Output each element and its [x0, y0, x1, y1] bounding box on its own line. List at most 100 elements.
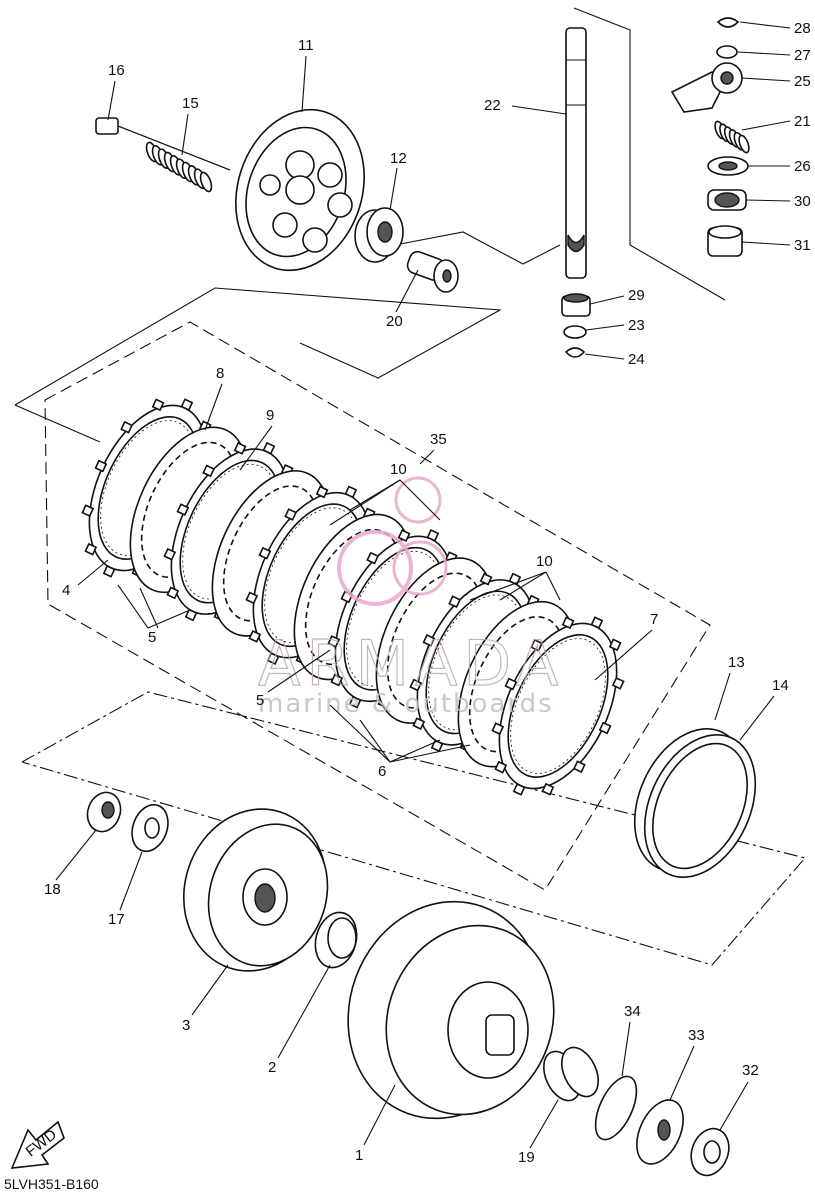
bracket-line: [389, 739, 441, 763]
watermark-logo: ARMADA marine & outboards: [257, 476, 564, 719]
washer-32: [690, 1127, 730, 1177]
leader-c22: [511, 105, 567, 115]
callout-c15: 15: [182, 95, 199, 112]
shaft-22: [565, 27, 587, 279]
callout-c11: 11: [298, 37, 314, 54]
leader-c30: [745, 199, 791, 202]
callout-c7: 7: [650, 611, 658, 628]
callout-c34: 34: [624, 1003, 641, 1020]
leader-c20: [395, 269, 419, 313]
leader-c32: [719, 1081, 749, 1131]
callout-c23: 23: [628, 317, 645, 334]
housing-group: [86, 728, 757, 1177]
callout-c1: 1: [355, 1147, 363, 1164]
clip-24: [564, 347, 586, 358]
spring-21: [714, 120, 750, 154]
callout-c16: 16: [108, 62, 125, 79]
watermark-brand: ARMADA: [258, 627, 564, 700]
leader-c33: [669, 1045, 695, 1101]
callout-c24: 24: [628, 351, 645, 368]
leader-c23: [585, 324, 625, 331]
bracket-line: [399, 479, 441, 521]
leader-c7: [594, 629, 653, 681]
bracket-line: [329, 479, 401, 526]
leader-c6: [329, 704, 391, 763]
leader-c31: [741, 241, 791, 246]
bearing-31: [707, 225, 743, 257]
spring-15: [145, 141, 213, 193]
callout-c6: 6: [378, 763, 386, 780]
leader-c24: [584, 353, 625, 360]
leader-c29: [589, 295, 625, 305]
clutch-housing-1: [347, 900, 555, 1120]
bolt-16: [95, 117, 231, 171]
leader-c1: [363, 1084, 396, 1146]
callout-c22: 22: [484, 97, 501, 114]
clutch-boss-3: [182, 808, 329, 972]
bracket-line: [147, 609, 191, 629]
bracket-line: [469, 571, 547, 601]
callout-c3: 3: [182, 1017, 190, 1034]
push-lever-shaft-group: [561, 17, 750, 358]
bracket-line: [117, 584, 149, 629]
bearing-12: [354, 207, 404, 263]
bracket-line: [545, 571, 561, 601]
leader-c10b: [499, 571, 547, 601]
callout-c8: 8: [216, 365, 224, 382]
collar-2: [314, 911, 358, 969]
callout-c9: 9: [266, 407, 274, 424]
leader-c16: [107, 80, 116, 121]
push-piece-20: [406, 250, 459, 293]
leader-c15: [181, 113, 189, 156]
washer-23: [563, 325, 587, 339]
ring-13-14: [633, 728, 757, 878]
leader-c17: [119, 851, 143, 911]
bracket-line: [389, 744, 471, 763]
circlip-34: [594, 1075, 638, 1141]
clutch-plate-pack: [81, 398, 625, 796]
leader-c2: [277, 964, 331, 1059]
leader-c3: [191, 964, 229, 1016]
callout-c18: 18: [44, 881, 61, 898]
group-outlines: [14, 7, 807, 966]
leader-c5b: [267, 649, 331, 693]
callout-c10a: 10: [390, 461, 407, 478]
leader-c13: [714, 672, 731, 721]
leader-c9: [239, 425, 273, 471]
bearing-19: [543, 1046, 599, 1102]
outline-plate-pack: [44, 321, 711, 891]
leader-c11: [301, 55, 307, 113]
lock-washer-17: [131, 803, 169, 853]
leader-c14: [739, 695, 775, 741]
washer-27: [716, 45, 738, 59]
washer-26-hole: [718, 161, 738, 171]
callout-c29: 29: [628, 287, 645, 304]
leader-lines: [55, 21, 791, 1149]
leader-c18: [55, 829, 97, 881]
gear-33: [636, 1099, 684, 1165]
diagram-code: 5LVH351-B160: [4, 1176, 99, 1192]
callout-c5b: 5: [256, 692, 264, 709]
leader-c5a: [139, 587, 159, 629]
outline-shaft-bracket: [573, 7, 726, 301]
leader-c28: [739, 21, 791, 29]
leader-c4: [77, 559, 109, 586]
seal-30: [707, 189, 747, 211]
leader-c35: [419, 449, 435, 465]
outline-tick: [14, 404, 101, 443]
callout-c26: 26: [794, 158, 811, 175]
leader-c21: [741, 120, 791, 131]
callout-c35: 35: [430, 431, 447, 448]
outline-pressure-plate: [14, 287, 502, 406]
callout-c14: 14: [772, 677, 789, 694]
pressure-plate-assembly: [95, 108, 459, 293]
collar-29: [561, 293, 591, 317]
callout-c30: 30: [794, 193, 811, 210]
outline-housing-group: [21, 691, 807, 966]
callout-c4: 4: [62, 582, 70, 599]
bracket-line: [359, 719, 391, 763]
callout-c32: 32: [742, 1062, 759, 1079]
callout-c33: 33: [688, 1027, 705, 1044]
outline-pushrod: [394, 231, 561, 265]
